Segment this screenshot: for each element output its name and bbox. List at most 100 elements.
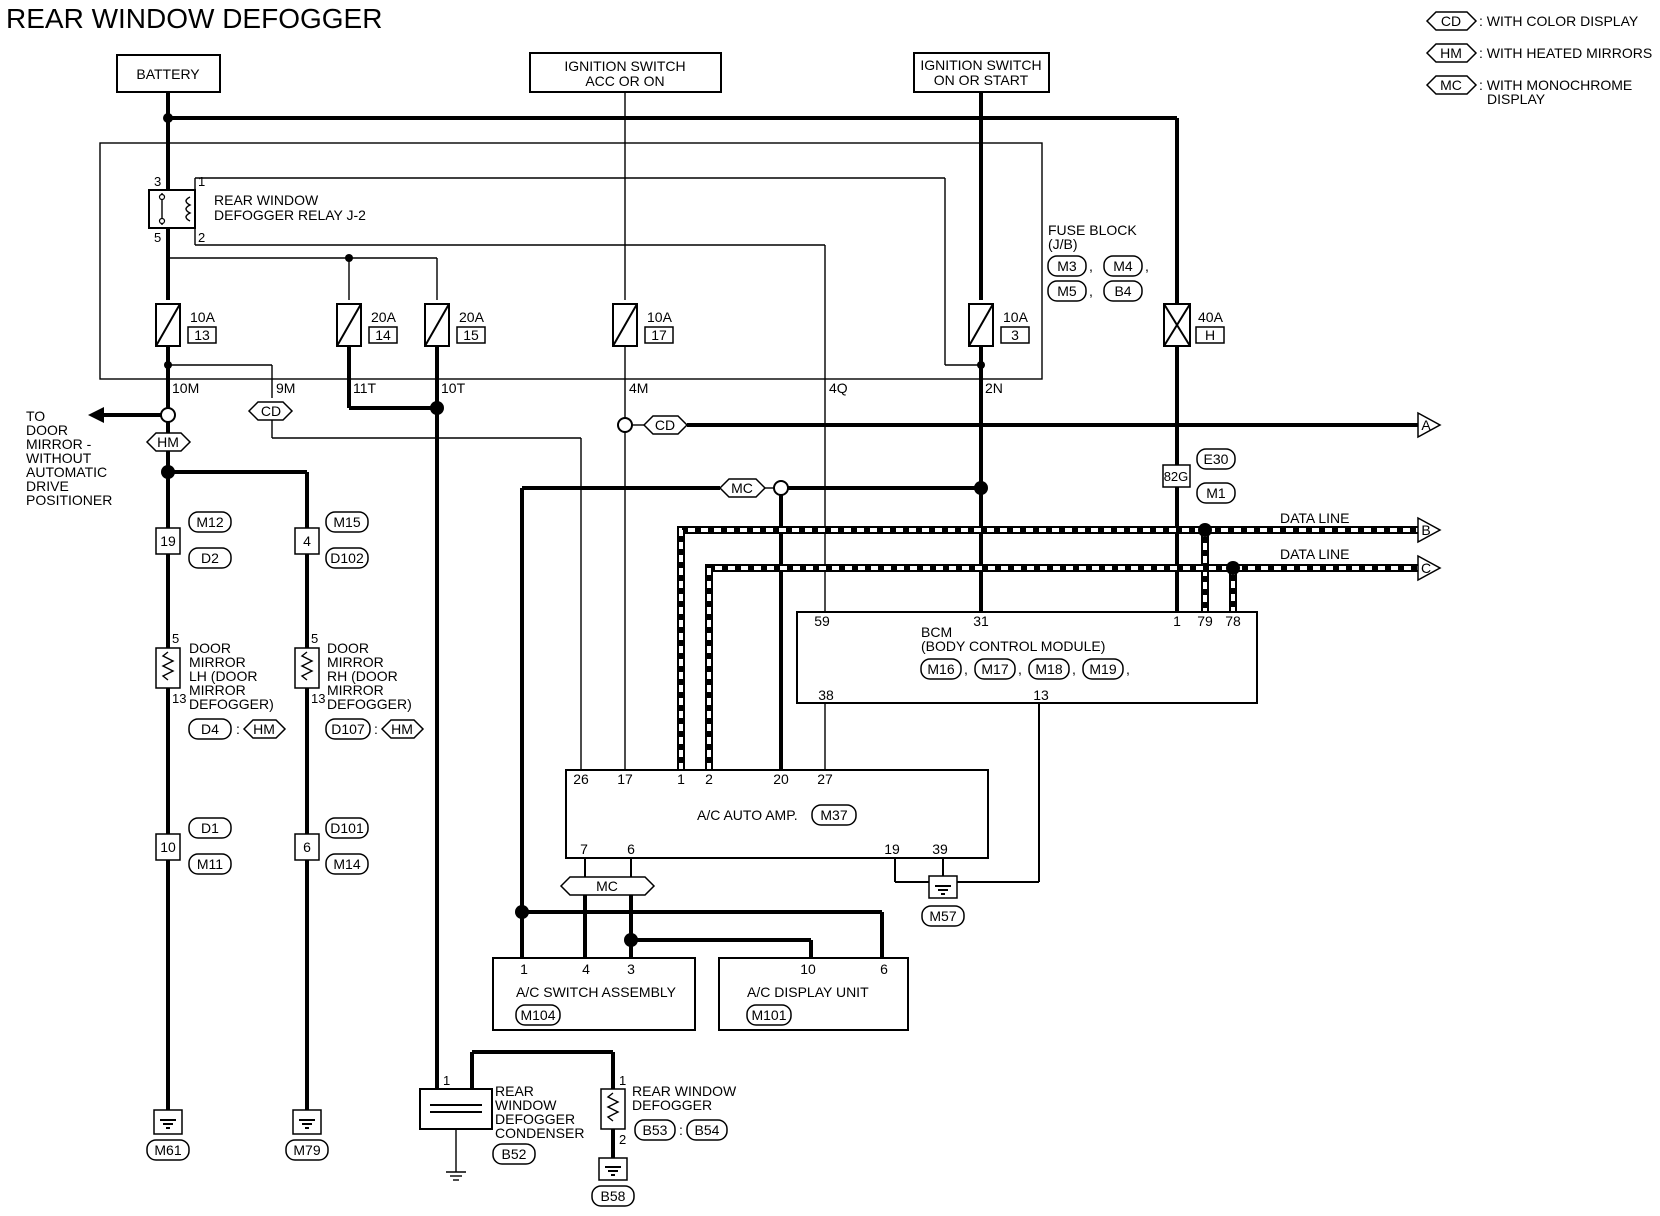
svg-text:38: 38 xyxy=(818,687,834,703)
svg-text:DEFOGGER: DEFOGGER xyxy=(632,1097,712,1113)
svg-text:2: 2 xyxy=(198,230,205,245)
svg-text:D107: D107 xyxy=(331,721,365,737)
svg-text:CONDENSER: CONDENSER xyxy=(495,1125,584,1141)
svg-text:DEFOGGER RELAY J-2: DEFOGGER RELAY J-2 xyxy=(214,207,366,223)
svg-text:10: 10 xyxy=(800,961,816,977)
defogger-relay: 3 5 1 2 REAR WINDOW DEFOGGER RELAY J-2 xyxy=(148,174,981,612)
svg-text:6: 6 xyxy=(303,839,311,855)
svg-text:,: , xyxy=(1018,661,1022,677)
svg-text:4: 4 xyxy=(582,961,590,977)
svg-text:M104: M104 xyxy=(520,1007,555,1023)
svg-text:D1: D1 xyxy=(201,820,219,836)
svg-text:79: 79 xyxy=(1197,613,1213,629)
svg-text:19: 19 xyxy=(160,533,176,549)
svg-text:2N: 2N xyxy=(985,380,1003,396)
svg-text:39: 39 xyxy=(932,841,948,857)
fuse-block-label: FUSE BLOCK (J/B) M3 , M4 , M5 , B4 xyxy=(1047,222,1149,302)
door-mirror-rh-branch: 4 M15 D102 xyxy=(294,472,369,1110)
fuse-15: 20A 15 xyxy=(424,303,486,347)
mc-line: MC xyxy=(520,478,981,958)
svg-text:CD: CD xyxy=(655,417,675,433)
fuse-h: 40A H xyxy=(1163,303,1225,347)
svg-text:ACC OR ON: ACC OR ON xyxy=(585,73,664,89)
svg-text:MIRROR: MIRROR xyxy=(327,654,384,670)
svg-text::: : xyxy=(236,721,240,737)
svg-text:3: 3 xyxy=(627,961,635,977)
legend-hm: HM : WITH HEATED MIRRORS xyxy=(1425,43,1652,63)
ac-display-unit: 10 6 A/C DISPLAY UNIT M101 xyxy=(718,957,909,1031)
svg-text:9M: 9M xyxy=(276,380,295,396)
svg-text:M4: M4 xyxy=(1113,258,1133,274)
ground-m79: M79 xyxy=(285,1109,329,1161)
svg-text:A/C SWITCH ASSEMBLY: A/C SWITCH ASSEMBLY xyxy=(516,984,677,1000)
svg-text:WINDOW: WINDOW xyxy=(495,1097,557,1113)
svg-text:LH (DOOR: LH (DOOR xyxy=(189,668,257,684)
svg-text:WITHOUT: WITHOUT xyxy=(26,450,92,466)
svg-text:DOOR: DOOR xyxy=(26,422,68,438)
svg-text:MIRROR: MIRROR xyxy=(189,682,246,698)
connector-6-rh: 6 D101 M14 xyxy=(294,817,369,875)
svg-text:C: C xyxy=(1421,560,1431,576)
amp-lower-wires: MC xyxy=(515,858,944,958)
svg-text:POSITIONER: POSITIONER xyxy=(26,492,112,508)
svg-text:MC: MC xyxy=(731,480,753,496)
svg-text:78: 78 xyxy=(1225,613,1241,629)
svg-text:: WITH COLOR DISPLAY: : WITH COLOR DISPLAY xyxy=(1479,13,1639,29)
svg-text:,: , xyxy=(1126,661,1130,677)
svg-text:M16: M16 xyxy=(927,661,954,677)
svg-text:3: 3 xyxy=(1011,327,1019,343)
svg-text:REAR: REAR xyxy=(495,1083,534,1099)
fuse-block-terminals: 10M 9M 11T 10T 4M 4Q 2N xyxy=(172,380,1003,396)
svg-text:10A: 10A xyxy=(1003,309,1029,325)
connector-10-lh: 10 D1 M11 xyxy=(155,817,232,875)
svg-text:MIRROR -: MIRROR - xyxy=(26,436,92,452)
svg-text:M79: M79 xyxy=(293,1142,320,1158)
svg-text:20A: 20A xyxy=(459,309,485,325)
svg-text:DEFOGGER): DEFOGGER) xyxy=(189,696,274,712)
svg-text:,: , xyxy=(1089,283,1093,299)
legend-mc: MC : WITH MONOCHROME DISPLAY xyxy=(1425,75,1632,107)
svg-text:D101: D101 xyxy=(330,820,364,836)
svg-text:CD: CD xyxy=(261,403,281,419)
data-line-c: DATA LINE C xyxy=(705,546,1442,770)
cd-line-to-a: CD A xyxy=(617,411,1442,439)
svg-text:11T: 11T xyxy=(353,380,377,396)
svg-text:M19: M19 xyxy=(1089,661,1116,677)
svg-text:20: 20 xyxy=(773,771,789,787)
svg-text::: : xyxy=(679,1122,683,1138)
svg-text:5: 5 xyxy=(154,230,161,245)
svg-text:MC: MC xyxy=(1440,77,1462,93)
svg-text:: WITH MONOCHROME: : WITH MONOCHROME xyxy=(1479,77,1632,93)
svg-text:13: 13 xyxy=(311,691,325,706)
svg-text:7: 7 xyxy=(580,841,588,857)
svg-text:DISPLAY: DISPLAY xyxy=(1487,91,1546,107)
svg-text:13: 13 xyxy=(172,691,186,706)
svg-text:M11: M11 xyxy=(197,856,223,872)
door-mirror-lh: 5 13 DOOR MIRROR LH (DOOR MIRROR DEFOGGE… xyxy=(155,631,287,740)
svg-text:10A: 10A xyxy=(190,309,216,325)
fuse-3: 10A 3 xyxy=(968,303,1030,347)
svg-text:IGNITION SWITCH: IGNITION SWITCH xyxy=(920,57,1041,73)
svg-text:15: 15 xyxy=(463,327,479,343)
svg-text:IGNITION SWITCH: IGNITION SWITCH xyxy=(564,58,685,74)
svg-text:4M: 4M xyxy=(629,380,648,396)
svg-text:B4: B4 xyxy=(1114,283,1131,299)
svg-text:26: 26 xyxy=(573,771,589,787)
fuse-block-connector-m3: M3 xyxy=(1047,255,1087,277)
svg-text:27: 27 xyxy=(817,771,833,787)
door-mirror-rh: 5 13 DOOR MIRROR RH (DOOR MIRROR DEFOGGE… xyxy=(294,631,425,740)
svg-text:HM: HM xyxy=(391,721,413,737)
svg-text:6: 6 xyxy=(880,961,888,977)
svg-text:M101: M101 xyxy=(751,1007,786,1023)
diagram-title: REAR WINDOW DEFOGGER xyxy=(6,3,382,34)
ground-m57: M57 xyxy=(921,875,965,927)
ground-m61: M61 xyxy=(146,1109,190,1161)
svg-text:2: 2 xyxy=(705,771,713,787)
svg-text:M15: M15 xyxy=(333,514,360,530)
svg-text:10M: 10M xyxy=(172,380,199,396)
svg-text:19: 19 xyxy=(884,841,900,857)
svg-text:31: 31 xyxy=(973,613,989,629)
svg-text:20A: 20A xyxy=(371,309,397,325)
svg-text:,: , xyxy=(1145,258,1149,274)
to-door-mirror-label: TO DOOR MIRROR - WITHOUT AUTOMATIC DRIVE… xyxy=(26,408,112,508)
